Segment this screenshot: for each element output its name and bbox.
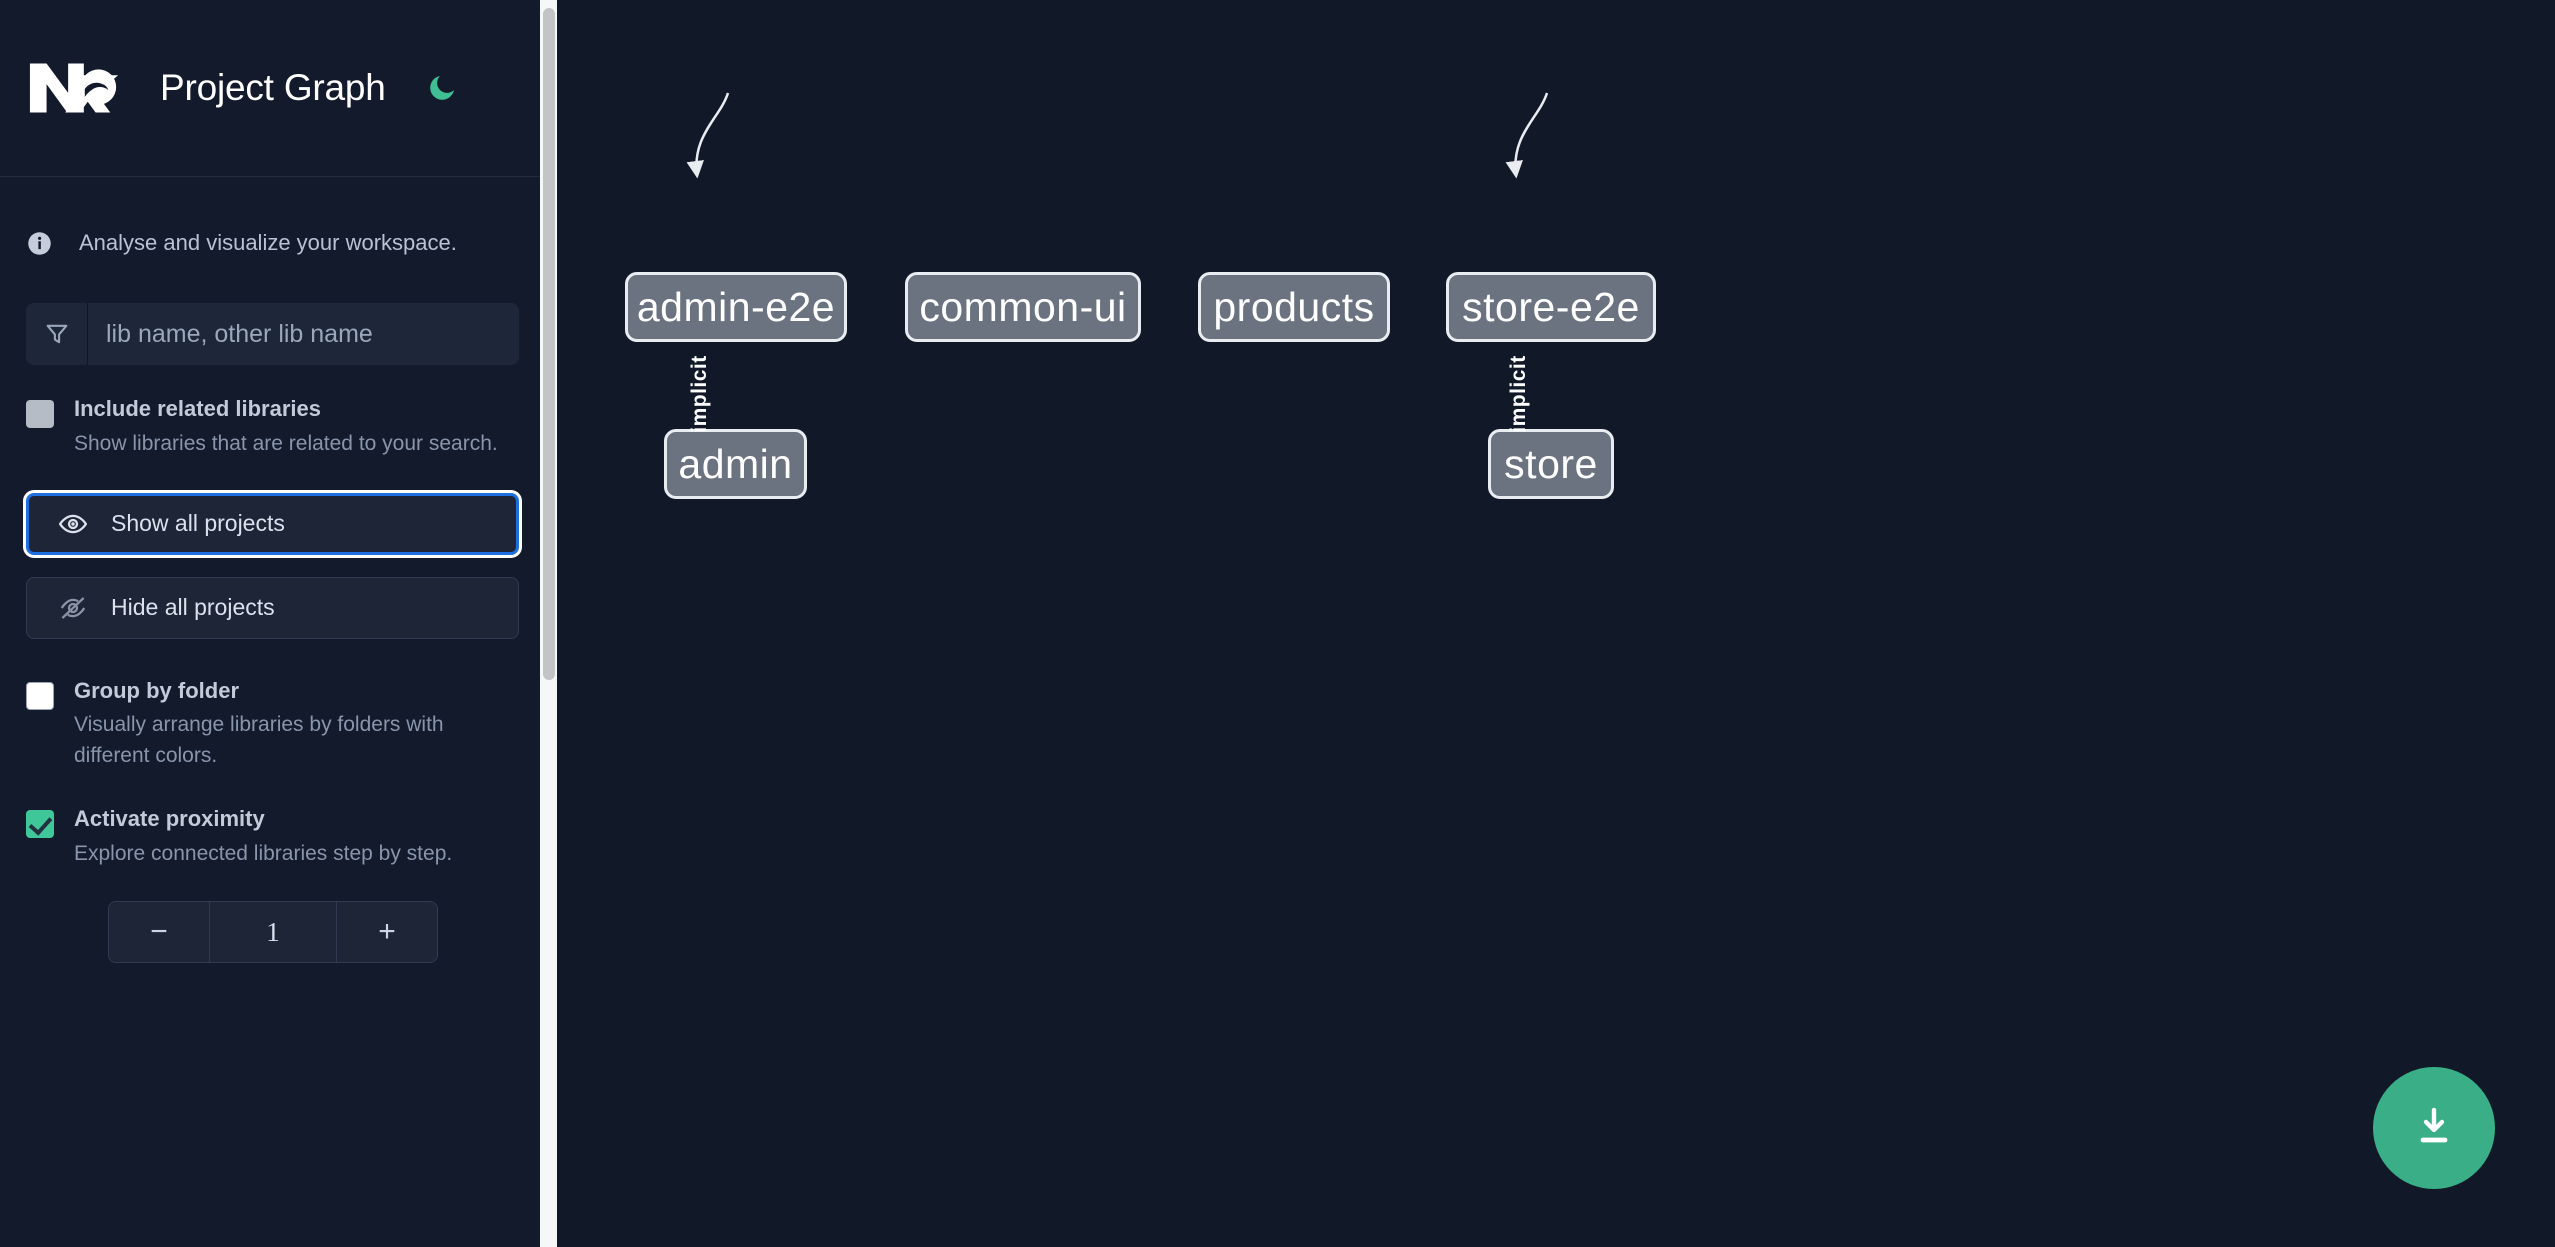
tagline: Analyse and visualize your workspace. bbox=[0, 177, 545, 273]
show-all-projects-label: Show all projects bbox=[111, 510, 285, 537]
hide-all-projects-label: Hide all projects bbox=[111, 594, 275, 621]
checkbox-group-by-folder[interactable] bbox=[26, 681, 54, 710]
graph-edges bbox=[686, 92, 1549, 179]
search-bar bbox=[26, 303, 519, 365]
graph-node-admin-e2e[interactable]: admin-e2e bbox=[625, 272, 847, 342]
sidebar-scrollbar[interactable] bbox=[540, 0, 557, 1247]
page-title: Project Graph bbox=[160, 67, 386, 108]
search-input[interactable] bbox=[88, 303, 519, 365]
sidebar-content: Project Graph Analyse and visualize your… bbox=[0, 0, 545, 1247]
option-group-by-folder[interactable]: Group by folder Visually arrange librari… bbox=[0, 677, 545, 771]
graph-node-admin[interactable]: admin bbox=[664, 429, 807, 499]
checkbox-activate-proximity[interactable] bbox=[26, 810, 54, 839]
proximity-stepper-wrap: − 1 + bbox=[0, 901, 545, 964]
moon-icon[interactable] bbox=[422, 68, 462, 108]
edge-store-e2e-store bbox=[1505, 92, 1549, 179]
proximity-stepper: − 1 + bbox=[108, 901, 438, 964]
graph-canvas[interactable]: admin-e2e common-ui products store-e2e a… bbox=[557, 0, 2555, 1247]
graph-node-common-ui[interactable]: common-ui bbox=[905, 272, 1141, 342]
edge-label-implicit-admin: implicit bbox=[687, 355, 711, 433]
nx-logo-icon bbox=[26, 57, 124, 119]
option-description: Show libraries that are related to your … bbox=[74, 431, 498, 455]
tagline-text: Analyse and visualize your workspace. bbox=[79, 230, 457, 255]
graph-node-store-e2e[interactable]: store-e2e bbox=[1446, 272, 1656, 342]
eye-icon bbox=[55, 509, 91, 539]
sidebar: Project Graph Analyse and visualize your… bbox=[0, 0, 557, 1247]
option-include-related-libraries[interactable]: Include related libraries Show libraries… bbox=[0, 395, 545, 459]
stepper-value: 1 bbox=[209, 902, 337, 963]
edge-label-implicit-store: implicit bbox=[1506, 355, 1530, 433]
hide-all-projects-button[interactable]: Hide all projects bbox=[26, 576, 519, 639]
filter-funnel-icon bbox=[26, 303, 88, 365]
stepper-decrement-button[interactable]: − bbox=[109, 902, 209, 963]
option-activate-proximity[interactable]: Activate proximity Explore connected lib… bbox=[0, 805, 545, 869]
edge-admin-e2e-admin bbox=[686, 92, 730, 179]
download-graph-button[interactable] bbox=[2373, 1067, 2495, 1189]
graph-node-products[interactable]: products bbox=[1198, 272, 1390, 342]
spacer bbox=[26, 555, 519, 577]
project-visibility-buttons: Show all projects Hide all projects bbox=[0, 492, 545, 639]
option-description: Explore connected libraries step by step… bbox=[74, 841, 453, 865]
graph-node-store[interactable]: store bbox=[1488, 429, 1614, 499]
download-icon bbox=[2410, 1103, 2458, 1154]
eye-slash-icon bbox=[55, 593, 91, 623]
option-description: Visually arrange libraries by folders wi… bbox=[74, 713, 444, 767]
sidebar-scrollbar-thumb[interactable] bbox=[543, 8, 555, 680]
option-label: Group by folder bbox=[74, 677, 239, 703]
option-label: Include related libraries bbox=[74, 396, 321, 421]
info-icon bbox=[26, 230, 53, 257]
option-label: Activate proximity bbox=[74, 806, 265, 832]
checkbox-include-related-libraries[interactable] bbox=[26, 400, 54, 428]
stepper-increment-button[interactable]: + bbox=[337, 902, 437, 963]
sidebar-header: Project Graph bbox=[0, 0, 545, 177]
show-all-projects-button[interactable]: Show all projects bbox=[26, 492, 519, 555]
